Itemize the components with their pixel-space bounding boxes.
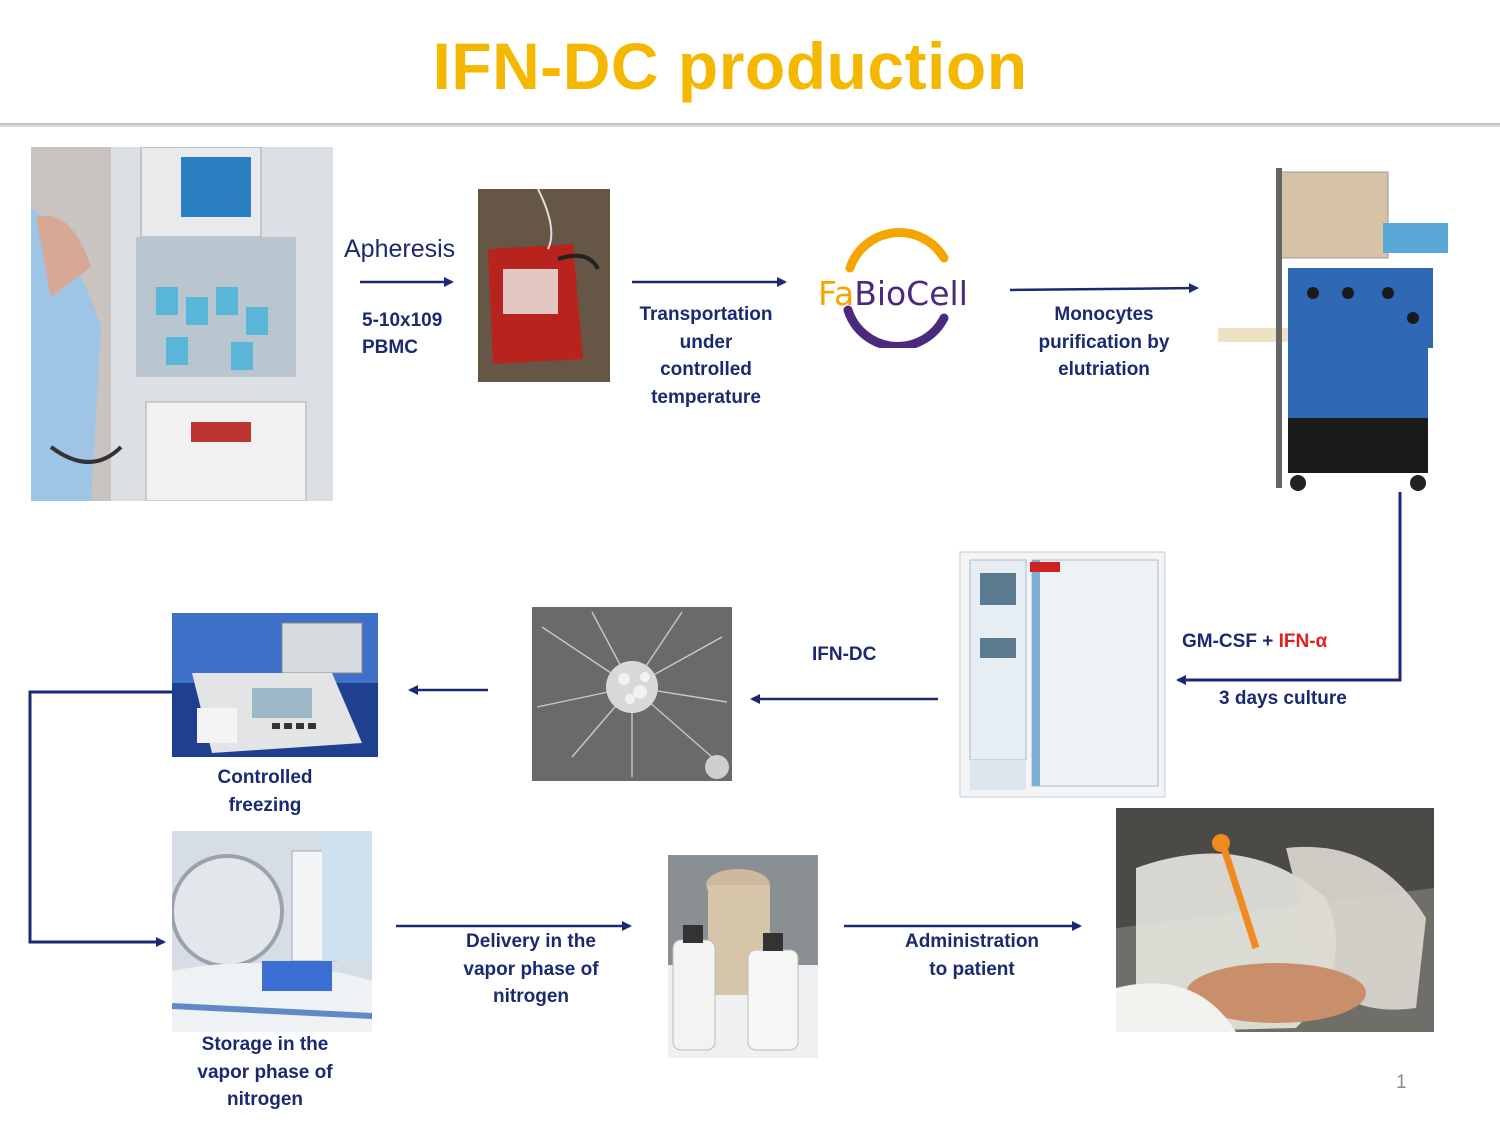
title-divider	[0, 123, 1500, 127]
pbmc-count-label: 5-10x109	[362, 310, 443, 331]
delivery-label: Delivery in the vapor phase of nitrogen	[446, 928, 616, 1011]
storage-line-1: Storage in the	[201, 1034, 329, 1055]
delivery-line-3: nitrogen	[493, 986, 569, 1007]
freezing-label: Controlled freezing	[180, 764, 350, 819]
arrow-monocytes	[1009, 283, 1199, 294]
storage-line-3: nitrogen	[227, 1089, 303, 1110]
logo-suffix: BioCell	[854, 274, 968, 313]
dewar-containers-photo	[668, 855, 818, 1058]
cytokines-label: GM-CSF + IFN-α	[1182, 628, 1382, 656]
cytokine-ifn-alpha: IFN-α	[1278, 631, 1328, 652]
freezing-line-1: Controlled	[217, 767, 313, 788]
transport-line-1: Transportation	[639, 304, 773, 325]
transport-line-2: under	[679, 331, 733, 353]
monocytes-line-3: elutriation	[1058, 359, 1150, 380]
fabiocell-logo: FaBioCell	[812, 228, 980, 348]
incubator-photo	[950, 548, 1176, 806]
page-number: 1	[1396, 1072, 1407, 1093]
administration-line-1: Administration	[904, 931, 1040, 952]
apheresis-machine-photo	[31, 147, 333, 501]
administration-label: Administration to patient	[887, 928, 1057, 983]
monocytes-label: Monocytes purification by elutriation	[1012, 301, 1196, 384]
arrow-freezing-to-storage	[28, 690, 172, 947]
culture-label: 3 days culture	[1219, 688, 1347, 709]
transport-line-4: temperature	[651, 386, 761, 408]
transport-label: Transportation under controlled temperat…	[615, 301, 797, 411]
elutriator-photo	[1218, 168, 1452, 496]
administration-line-2: to patient	[929, 958, 1015, 980]
patient-administration-photo	[1116, 808, 1434, 1032]
apheresis-label: Apheresis	[344, 235, 456, 263]
freezing-line-2: freezing	[228, 794, 302, 816]
logo-prefix: Fa	[818, 274, 855, 313]
dendritic-cell-micrograph	[532, 607, 732, 781]
storage-label: Storage in the vapor phase of nitrogen	[180, 1031, 350, 1114]
cytokine-gmcsf: GM-CSF +	[1182, 631, 1274, 652]
monocytes-line-2: purification by	[1038, 331, 1170, 353]
nitrogen-storage-photo	[172, 831, 372, 1032]
transport-line-3: controlled	[660, 359, 752, 380]
controlled-freezer-photo	[172, 613, 378, 757]
delivery-line-2: vapor phase of	[463, 958, 599, 980]
ifn-dc-label: IFN-DC	[812, 644, 877, 665]
blood-bag-photo	[478, 189, 610, 382]
pbmc-label: PBMC	[362, 337, 418, 358]
monocytes-line-1: Monocytes	[1054, 304, 1154, 325]
page-title: IFN-DC production	[432, 29, 1028, 103]
storage-line-2: vapor phase of	[197, 1061, 333, 1083]
delivery-line-1: Delivery in the	[466, 931, 596, 952]
